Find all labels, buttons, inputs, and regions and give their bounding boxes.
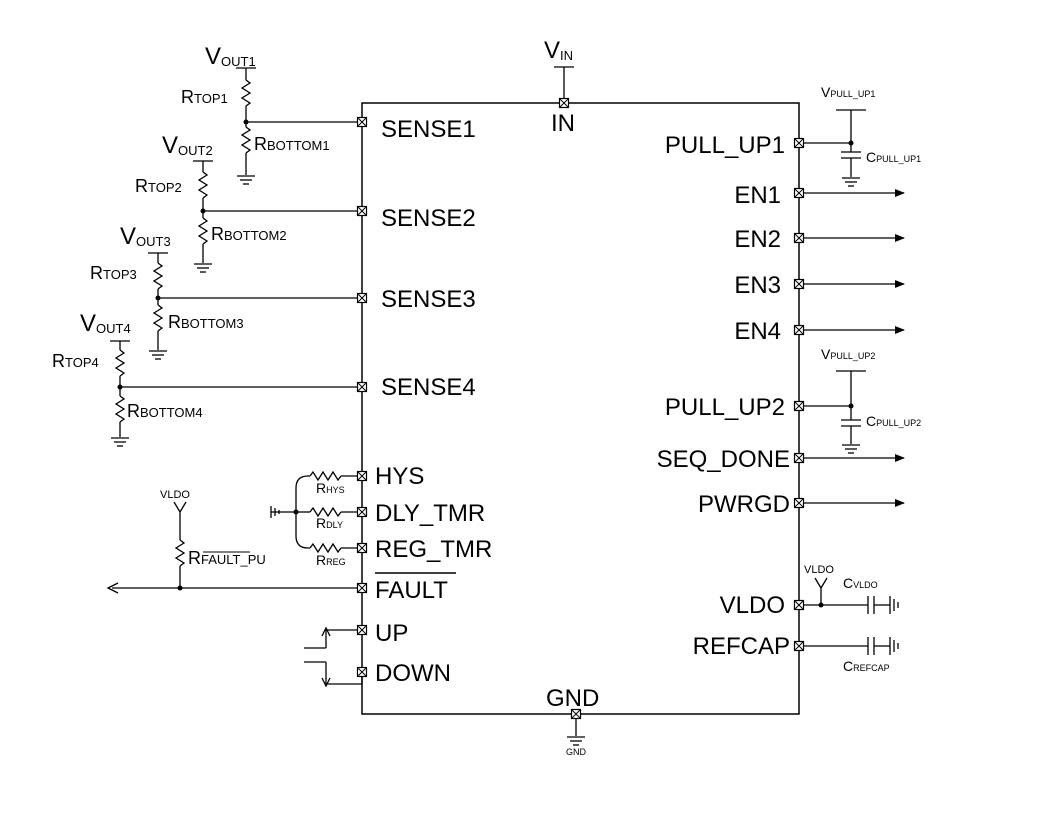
svg-text:RTOP2: RTOP2 [135,176,182,196]
pin-en1-marker [793,187,805,199]
pin-pull-up2-label: PULL_UP2 [665,394,785,421]
pin-pull-up1-marker [793,137,805,149]
pin-refcap-marker [793,640,805,652]
svg-text:CPULL_UP2: CPULL_UP2 [866,413,921,429]
pin-sense3-label: SENSE3 [381,286,476,313]
pin-in-marker [558,97,570,109]
pin-en4-label: EN4 [734,318,781,345]
divider-3: VOUT3 RTOP3 RBOTTOM3 [90,223,362,360]
pin-vldo-marker [793,599,805,611]
pin-down-label: DOWN [375,660,451,687]
pin-dly-tmr-marker [356,506,368,518]
pin-pwrgd-marker [793,497,805,509]
svg-text:CVLDO: CVLDO [843,575,878,591]
svg-text:RHYS: RHYS [316,480,345,496]
pin-vldo-label: VLDO [720,592,785,619]
svg-text:RBOTTOM1: RBOTTOM1 [254,134,330,154]
svg-text:VLDO: VLDO [160,489,190,501]
svg-text:VIN: VIN [544,37,573,64]
pin-en4-marker [793,324,805,336]
pin-dly-tmr-label: DLY_TMR [375,500,485,527]
svg-text:VLDO: VLDO [804,564,834,576]
pin-up-marker [356,624,368,636]
pin-en3-marker [793,278,805,290]
output-arrows [799,189,905,507]
svg-text:RTOP1: RTOP1 [181,87,228,107]
pin-en2-marker [793,232,805,244]
pin-refcap-label: REFCAP [693,633,790,660]
divider-1: VOUT1 RTOP1 RBOTTOM1 [181,43,362,185]
pin-down-marker [356,666,368,678]
svg-text:VOUT3: VOUT3 [120,223,171,250]
vin-supply: VIN [544,37,574,103]
pin-hys-label: HYS [375,463,424,490]
pin-seq-done-label: SEQ_DONE [657,446,790,473]
pin-sense1-marker [356,116,368,128]
svg-text:CREFCAP: CREFCAP [843,658,890,674]
pin-en3-label: EN3 [734,272,781,299]
pin-pull-up2-marker [793,400,805,412]
pin-sense3-marker [356,292,368,304]
up-down-buttons [304,626,363,688]
pin-en1-label: EN1 [734,182,781,209]
svg-text:VOUT1: VOUT1 [205,43,256,70]
pin-pull-up1-label: PULL_UP1 [665,132,785,159]
refcap-network: CREFCAP [799,637,899,674]
pin-sense4-marker [356,381,368,393]
fault-pullup: VLDO RFAULT_PU [106,489,362,594]
pin-hys-marker [356,470,368,482]
svg-text:RREG: RREG [316,552,346,568]
svg-text:VPULL_UP2: VPULL_UP2 [821,346,875,362]
divider-2: VOUT2 RTOP2 RBOTTOM2 [135,132,362,273]
svg-text:CPULL_UP1: CPULL_UP1 [866,149,921,165]
pin-up-label: UP [375,620,408,647]
svg-text:RTOP4: RTOP4 [52,351,99,371]
svg-text:RTOP3: RTOP3 [90,263,137,283]
svg-text:RBOTTOM2: RBOTTOM2 [211,224,287,244]
divider-4: VOUT4 RTOP4 RBOTTOM4 [52,310,362,447]
pin-sense1-label: SENSE1 [381,116,476,143]
pull-up1-network: VPULL_UP1 CPULL_UP1 [799,84,921,187]
svg-text:VOUT2: VOUT2 [162,132,213,159]
pin-fault-label: FAULT [375,577,448,604]
pin-in-label: IN [551,110,575,137]
svg-text:RFAULT_PU: RFAULT_PU [188,548,266,568]
pull-up2-network: VPULL_UP2 CPULL_UP2 [799,346,921,454]
ic-body [361,102,800,715]
pin-sense4-label: SENSE4 [381,374,476,401]
pin-sense2-label: SENSE2 [381,205,476,232]
svg-text:VPULL_UP1: VPULL_UP1 [821,84,875,100]
pin-pwrgd-label: PWRGD [698,491,790,518]
timer-resistors: RHYS RDLY RREG [270,470,362,568]
svg-text:RBOTTOM3: RBOTTOM3 [168,312,244,332]
pin-sense2-marker [356,205,368,217]
svg-text:VOUT4: VOUT4 [80,310,131,337]
pin-reg-tmr-marker [356,542,368,554]
vldo-cap-network: VLDO CVLDO [799,564,899,614]
pin-fault-marker [356,582,368,594]
pin-en2-label: EN2 [734,226,781,253]
pin-seq-done-marker [793,452,805,464]
gnd-symbol [566,736,586,746]
pin-gnd-label: GND [546,685,599,712]
svg-text:RBOTTOM4: RBOTTOM4 [127,401,203,421]
svg-text:RDLY: RDLY [316,515,343,531]
pin-reg-tmr-label: REG_TMR [375,536,492,563]
gnd-symbol-label: GND [566,747,587,757]
